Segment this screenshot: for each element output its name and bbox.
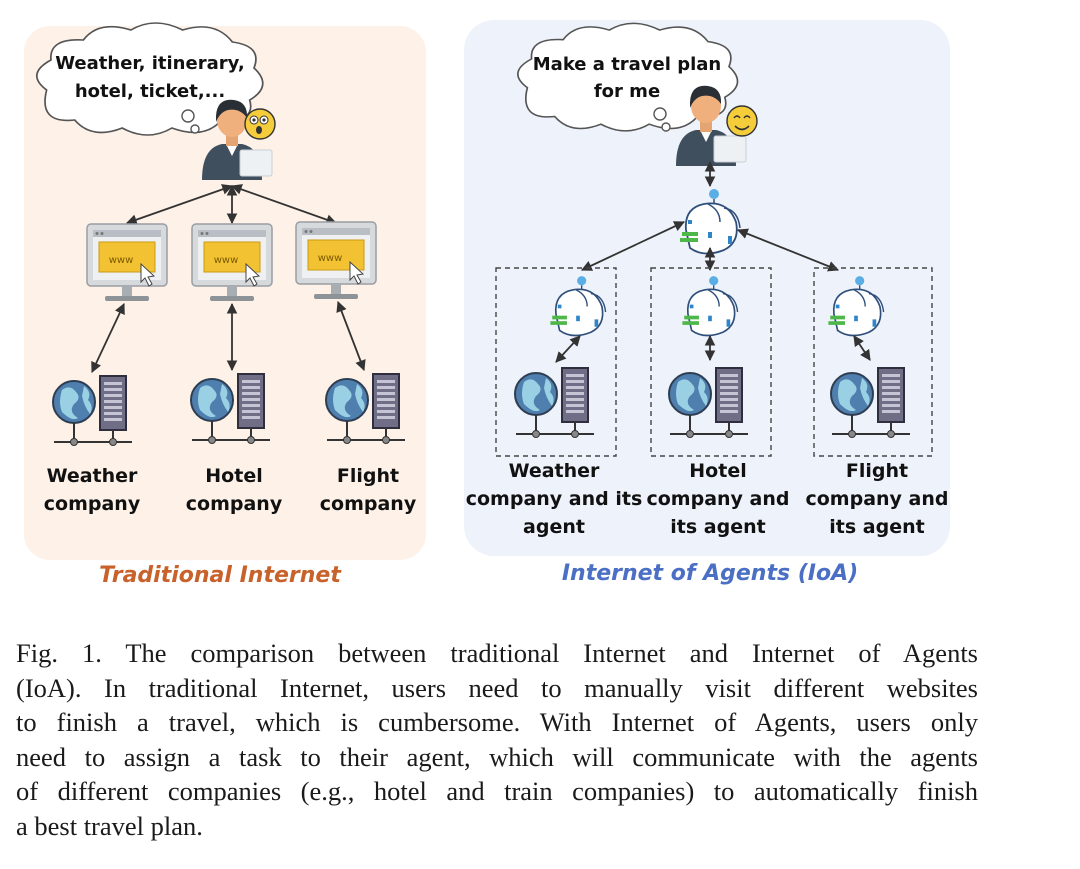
ioa-weather-label-3: agent bbox=[523, 516, 585, 538]
caption-line-1: Fig. 1. The comparison between tradition… bbox=[16, 638, 978, 668]
ioa-agent-arrows bbox=[581, 221, 840, 272]
traditional-thought-line-2: hotel, ticket,... bbox=[75, 81, 225, 102]
hotel-company-label-1: Hotel bbox=[205, 465, 262, 487]
caption-line-5: of different companies (e.g., hotel and … bbox=[16, 776, 978, 806]
smiling-emoji-icon bbox=[726, 105, 758, 137]
flight-company-label-2: company bbox=[320, 493, 417, 515]
ioa-weather-label-1: Weather bbox=[509, 460, 600, 482]
browser-flight: www bbox=[295, 221, 377, 300]
ioa-hotel-label-3: its agent bbox=[670, 516, 765, 538]
ioa-flight-label-3: its agent bbox=[829, 516, 924, 538]
ioa-hotel-label-2: company and bbox=[646, 488, 789, 510]
ioa-thought-line-1: Make a travel plan bbox=[533, 54, 721, 75]
hotel-company-label-2: company bbox=[186, 493, 283, 515]
caption-line-3: to finish a travel, which is cumbersome.… bbox=[16, 707, 978, 737]
figure-caption: Fig. 1. The comparison between tradition… bbox=[16, 636, 978, 843]
flight-company-label-1: Flight bbox=[337, 465, 399, 487]
browser-weather: www bbox=[86, 223, 168, 302]
ioa-flight-label-1: Flight bbox=[846, 460, 908, 482]
ioa-flight-label-2: company and bbox=[805, 488, 948, 510]
ioa-hotel-label-1: Hotel bbox=[689, 460, 746, 482]
agent-server-arrows bbox=[555, 334, 871, 363]
ioa-panel-title: Internet of Agents (IoA) bbox=[562, 561, 858, 586]
traditional-thought-bubble: Weather, itinerary, hotel, ticket,... bbox=[35, 22, 264, 136]
traditional-thought-line-1: Weather, itinerary, bbox=[55, 53, 245, 74]
browser-www-label: www bbox=[109, 255, 134, 266]
surprised-emoji-icon bbox=[244, 108, 276, 140]
caption-line-4: need to assign a task to their agent, wh… bbox=[16, 741, 978, 772]
browser-www-label: www bbox=[214, 255, 239, 266]
hotel-agent-box bbox=[650, 267, 772, 457]
caption-line-2: (IoA). In traditional Internet, users ne… bbox=[16, 672, 978, 703]
weather-company-label-2: company bbox=[44, 493, 141, 515]
traditional-browser-arrows bbox=[91, 300, 366, 373]
comparison-figure: Weather, itinerary, hotel, ticket,... ww… bbox=[24, 20, 950, 588]
ioa-thought-line-2: for me bbox=[594, 81, 660, 102]
browser-hotel: www bbox=[191, 223, 273, 302]
ioa-thought-bubble: Make a travel plan for me bbox=[517, 22, 739, 132]
traditional-panel-title: Traditional Internet bbox=[99, 563, 342, 588]
weather-agent-box bbox=[495, 267, 617, 457]
traditional-user-arrows bbox=[125, 184, 338, 225]
caption-line-6: a best travel plan. bbox=[16, 810, 203, 841]
flight-agent-box bbox=[813, 267, 933, 457]
weather-company-label-1: Weather bbox=[47, 465, 138, 487]
browser-www-label: www bbox=[318, 253, 343, 264]
ioa-weather-label-2: company and its bbox=[466, 488, 643, 510]
